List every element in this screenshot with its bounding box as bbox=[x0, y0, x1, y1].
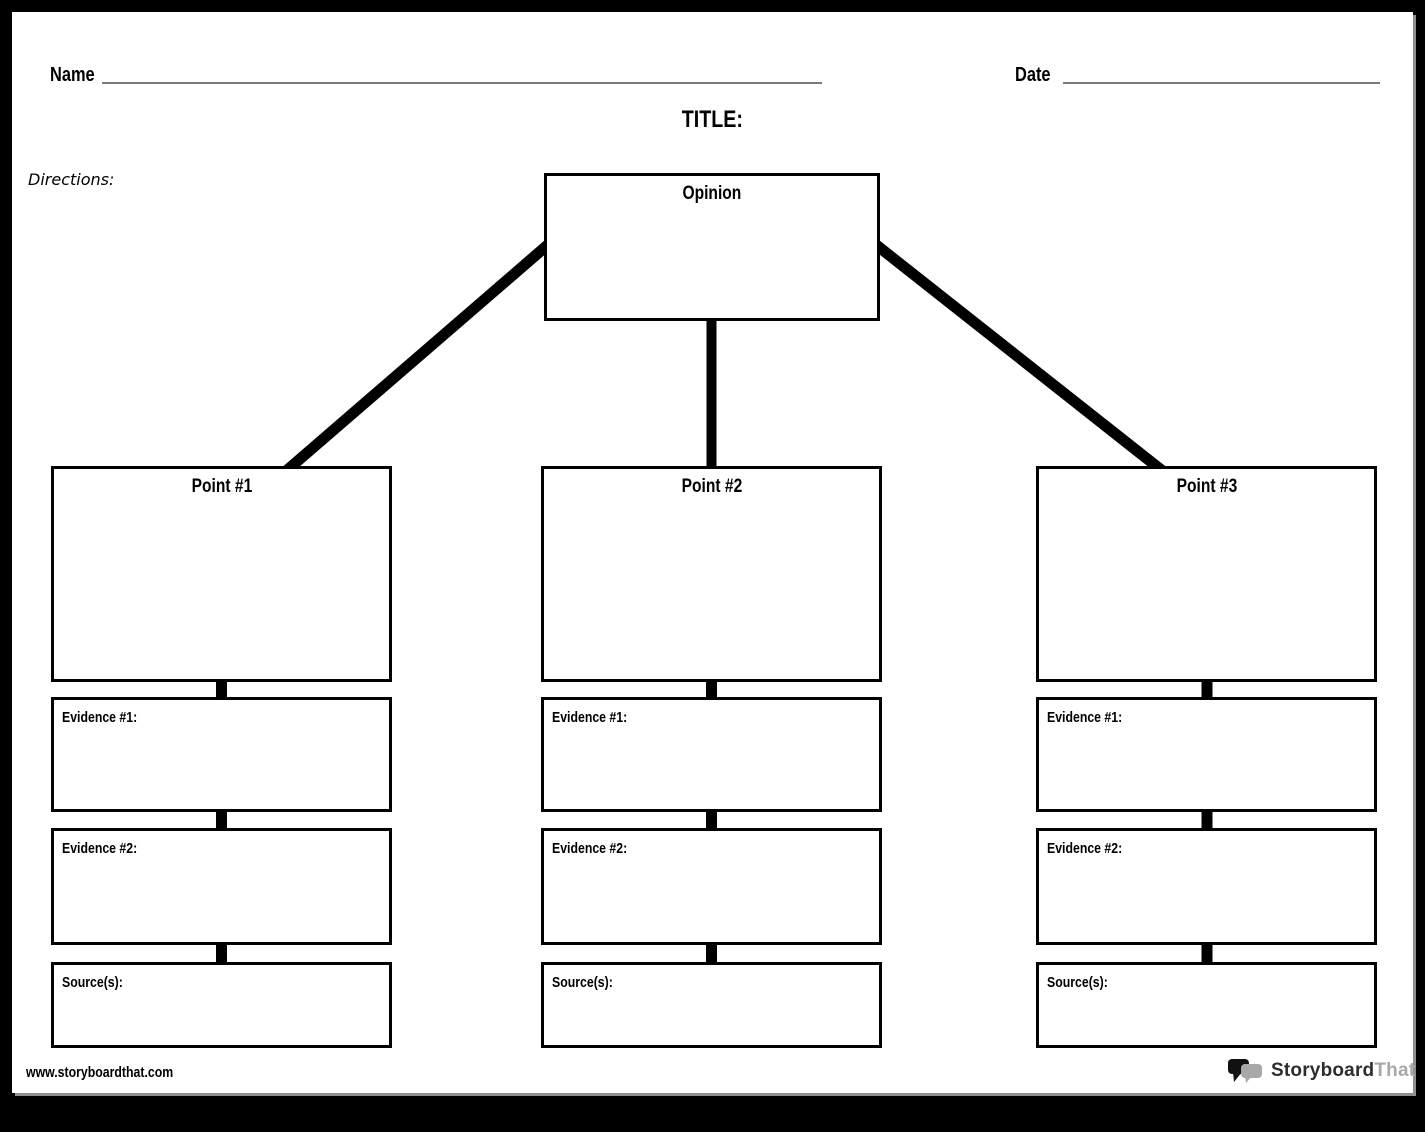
opinion-box: Opinion bbox=[544, 173, 880, 321]
name-label: Name bbox=[50, 64, 95, 86]
worksheet-page: Name Date TITLE: Directions: Opinion Poi… bbox=[12, 12, 1415, 1093]
storyboardthat-logo: StoryboardThat bbox=[1228, 1056, 1415, 1086]
logo-text: StoryboardThat bbox=[1271, 1060, 1416, 1081]
point-3-sources-box: Source(s): bbox=[1036, 962, 1377, 1048]
sources-label: Source(s): bbox=[552, 974, 613, 991]
point-3-evidence-2-box: Evidence #2: bbox=[1036, 828, 1377, 945]
website-url: www.storyboardthat.com bbox=[26, 1064, 174, 1081]
point-2-evidence-2-box: Evidence #2: bbox=[541, 828, 882, 945]
sources-label: Source(s): bbox=[1047, 974, 1108, 991]
date-label: Date bbox=[1015, 64, 1051, 86]
point-1-evidence-2-box: Evidence #2: bbox=[51, 828, 392, 945]
directions-label: Directions: bbox=[28, 170, 115, 189]
date-underline bbox=[1063, 82, 1380, 84]
point-1-evidence-1-box: Evidence #1: bbox=[51, 697, 392, 812]
sources-label: Source(s): bbox=[62, 974, 123, 991]
name-underline bbox=[102, 82, 822, 84]
evidence-1-label: Evidence #1: bbox=[62, 709, 138, 726]
speech-bubbles-icon bbox=[1228, 1059, 1262, 1083]
evidence-2-label: Evidence #2: bbox=[552, 840, 628, 857]
point-2-box: Point #2 bbox=[541, 466, 882, 682]
evidence-2-label: Evidence #2: bbox=[62, 840, 138, 857]
point-3-box: Point #3 bbox=[1036, 466, 1377, 682]
point-1-box: Point #1 bbox=[51, 466, 392, 682]
page-title: TITLE: bbox=[681, 106, 744, 133]
evidence-1-label: Evidence #1: bbox=[1047, 709, 1123, 726]
evidence-1-label: Evidence #1: bbox=[552, 709, 628, 726]
point-2-label: Point #2 bbox=[681, 476, 742, 497]
point-1-sources-box: Source(s): bbox=[51, 962, 392, 1048]
evidence-2-label: Evidence #2: bbox=[1047, 840, 1123, 857]
point-1-label: Point #1 bbox=[191, 476, 252, 497]
point-3-label: Point #3 bbox=[1176, 476, 1237, 497]
point-2-sources-box: Source(s): bbox=[541, 962, 882, 1048]
opinion-label: Opinion bbox=[682, 183, 742, 204]
point-3-evidence-1-box: Evidence #1: bbox=[1036, 697, 1377, 812]
point-2-evidence-1-box: Evidence #1: bbox=[541, 697, 882, 812]
